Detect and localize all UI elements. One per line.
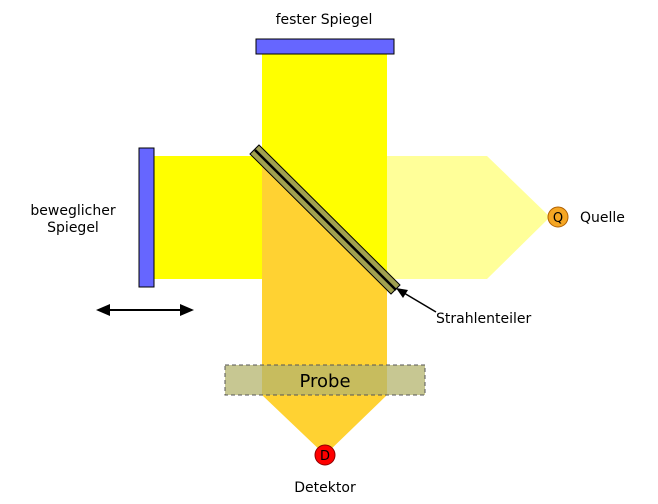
sample [224, 364, 426, 396]
fixed-mirror-label: fester Spiegel [276, 12, 373, 28]
source-circle [547, 206, 569, 228]
source-beam [385, 156, 550, 279]
detector-label: Detektor [294, 480, 356, 496]
beamsplitter-label: Strahlenteiler [436, 311, 531, 327]
sample-label: Probe [299, 371, 350, 392]
movable-mirror [138, 147, 155, 288]
movement-double-arrow-icon [96, 304, 194, 316]
beamsplitter [249, 144, 401, 295]
source-label: Quelle [580, 210, 625, 226]
movable-mirror-label-line2: Spiegel [47, 220, 99, 236]
beamsplitter-pointer-arrow-icon [396, 288, 437, 313]
source-symbol: Q [553, 211, 563, 226]
detector-symbol: D [320, 449, 330, 464]
movable-mirror-label-line1: beweglicher [30, 203, 115, 219]
fixed-mirror [255, 38, 395, 55]
detector-circle [314, 444, 336, 466]
